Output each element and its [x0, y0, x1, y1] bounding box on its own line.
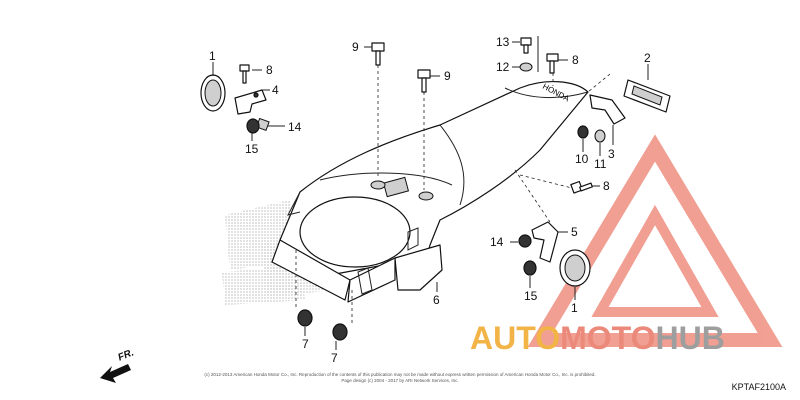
callout-5: 5 — [571, 225, 578, 239]
callout-8-b: 8 — [572, 53, 579, 67]
callout-12: 12 — [496, 60, 510, 74]
callout-10: 10 — [575, 152, 589, 166]
callout-8-c: 8 — [603, 179, 610, 193]
callout-6: 6 — [433, 293, 440, 307]
part-8-screw-c — [570, 180, 593, 194]
callout-15-a: 15 — [245, 142, 259, 156]
callout-2: 2 — [644, 51, 651, 65]
callout-1-left: 1 — [209, 49, 216, 63]
callout-3: 3 — [608, 147, 615, 161]
copyright-notice: (c) 2012-2013 American Honda Motor Co., … — [204, 372, 596, 383]
part-2-license-light — [623, 79, 671, 113]
part-1-reflector-left — [200, 74, 226, 112]
part-12-clip — [519, 62, 533, 72]
part-9-screw-a — [371, 42, 385, 66]
callout-13: 13 — [496, 35, 510, 49]
part-3-stay — [589, 94, 626, 125]
callout-7-a: 7 — [302, 337, 309, 351]
watermark-triangle — [527, 134, 783, 347]
part-14-nut-b — [518, 234, 532, 248]
leader-lines — [212, 36, 649, 350]
part-7-rubber-a — [297, 309, 313, 327]
watermark-auto: AUTO — [470, 320, 561, 356]
callout-14-b: 14 — [490, 235, 504, 249]
callout-4: 4 — [272, 83, 279, 97]
callout-labels: 1 8 4 14 15 9 9 13 12 8 2 3 10 11 8 5 14… — [209, 35, 651, 365]
callout-9-b: 9 — [444, 69, 451, 83]
part-11-nut — [594, 129, 606, 143]
part-5-bracket — [531, 221, 559, 263]
part-9-screw-b — [417, 69, 431, 93]
callout-7-b: 7 — [331, 351, 338, 365]
part-8-screw-b — [546, 53, 559, 74]
part-13-bolt — [520, 37, 532, 54]
part-15-nut-b — [523, 260, 537, 276]
part-4-bracket — [234, 89, 267, 115]
diagram-code: KPTAF2100A — [731, 382, 786, 392]
part-7-rubber-b — [332, 323, 348, 341]
part-10-nut — [577, 125, 589, 139]
part-15-nut-a — [246, 118, 260, 134]
callout-8-a: 8 — [266, 63, 273, 77]
watermark-text: AUTOMOTOHUB — [470, 320, 725, 357]
callout-9-a: 9 — [352, 40, 359, 54]
watermark-moto: MOTO — [560, 320, 656, 356]
part-1-reflector-right — [559, 249, 591, 287]
front-direction-arrow-icon — [100, 364, 131, 383]
callout-15-b: 15 — [524, 289, 538, 303]
callout-14-a: 14 — [288, 120, 302, 134]
callout-11: 11 — [594, 157, 607, 171]
rear-fender: HONDA — [271, 81, 589, 303]
part-8-screw-a — [239, 64, 250, 84]
watermark-hub: HUB — [655, 320, 725, 356]
callout-1-right: 1 — [571, 301, 578, 315]
